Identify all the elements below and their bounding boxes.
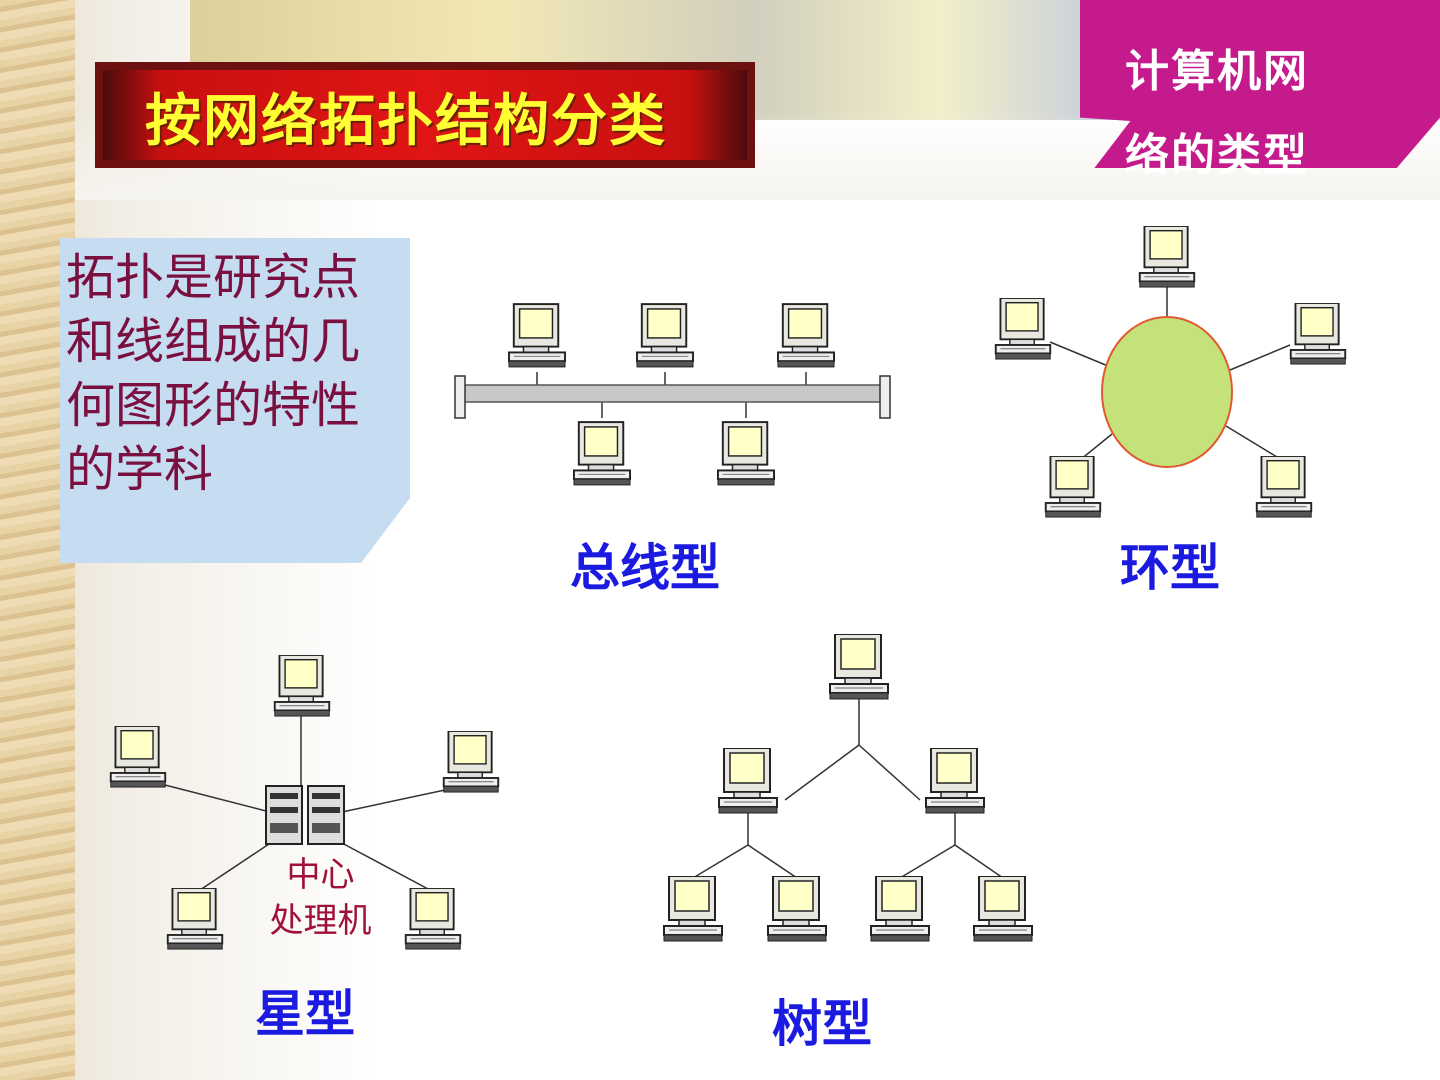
computer-icon — [924, 748, 986, 814]
computer-icon — [273, 655, 331, 717]
computer-icon — [994, 298, 1052, 360]
title-bar — [95, 62, 755, 168]
computer-icon — [636, 302, 694, 369]
computer-icon — [166, 888, 224, 950]
ring-topology — [1049, 285, 1291, 468]
computer-icon — [109, 726, 167, 788]
definition-text: 拓扑是研究点和线组成的几何图形的特性的学科 — [66, 249, 361, 498]
ring-label: 环型 — [1120, 538, 1220, 597]
computer-icon — [1044, 456, 1102, 518]
computer-icon — [442, 731, 500, 793]
tree-label: 树型 — [772, 994, 872, 1053]
star-label: 星型 — [255, 984, 355, 1043]
badge-text: 计算机网 络的类型 — [1125, 30, 1395, 198]
computer-icon — [662, 876, 724, 942]
computer-icon — [1255, 456, 1313, 518]
slide-title: 按网络拓扑结构分类 — [145, 88, 667, 154]
computer-icon — [1138, 226, 1196, 288]
center-processor-label: 中心 处理机 — [258, 852, 383, 944]
star-topology — [164, 715, 446, 891]
computer-icon — [972, 876, 1034, 942]
computer-icon — [573, 420, 631, 487]
definition-note — [60, 238, 410, 563]
bus-label: 总线型 — [570, 538, 720, 597]
bus-topology — [454, 372, 891, 419]
computer-icon — [766, 876, 828, 942]
center-label-line-1: 中心 — [286, 855, 355, 895]
computer-icon — [717, 748, 779, 814]
computer-icon — [404, 888, 462, 950]
computer-icon — [777, 302, 835, 369]
server-icon — [265, 785, 345, 845]
tree-topology — [692, 698, 1004, 879]
badge-line-2: 络的类型 — [1125, 130, 1309, 181]
topic-badge — [1080, 0, 1440, 168]
computer-icon — [717, 420, 775, 487]
computer-icon — [869, 876, 931, 942]
center-label-line-2: 处理机 — [269, 901, 372, 941]
computer-icon — [828, 634, 890, 700]
badge-line-1: 计算机网 — [1125, 46, 1309, 97]
computer-icon — [1289, 303, 1347, 365]
computer-icon — [508, 302, 566, 369]
